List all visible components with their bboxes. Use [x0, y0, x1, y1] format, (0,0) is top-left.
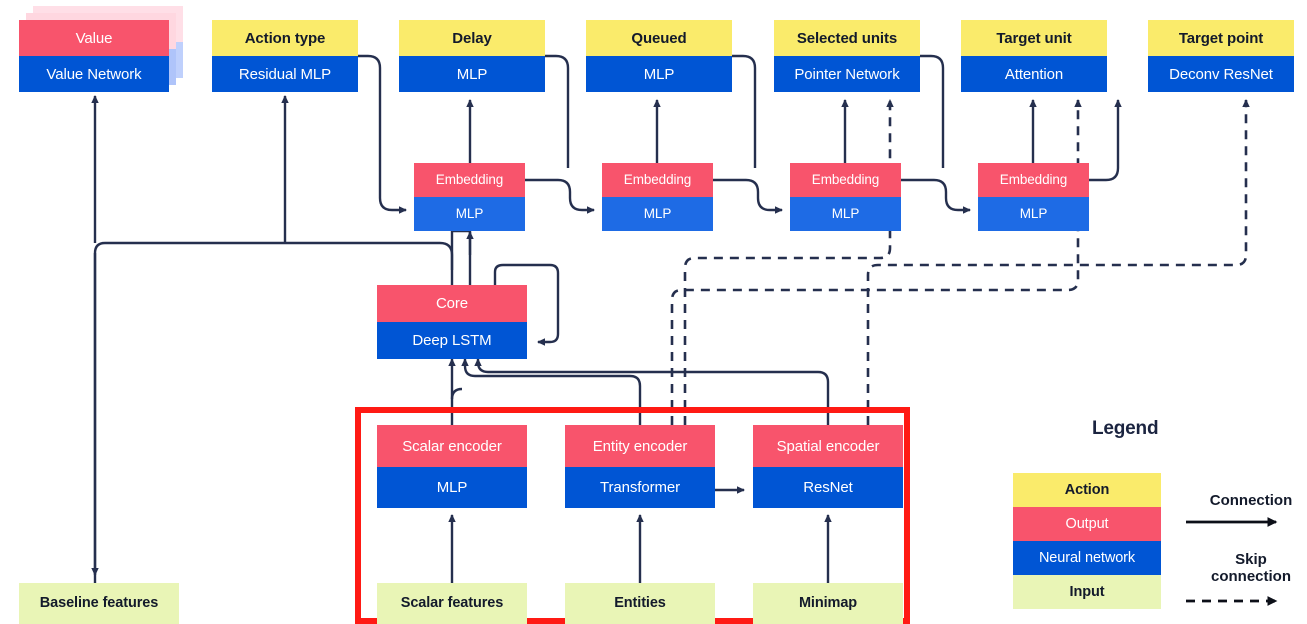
node-action-type-top-label: Action type [212, 20, 358, 56]
node-delay[interactable]: Delay MLP [399, 20, 545, 92]
node-scalar-encoder[interactable]: Scalar encoder MLP [377, 425, 527, 508]
node-embedding-4-top-label: Embedding [978, 163, 1089, 197]
node-embedding-2-bottom-label: MLP [602, 197, 713, 231]
node-spatial-encoder[interactable]: Spatial encoder ResNet [753, 425, 903, 508]
node-embedding-4-bottom-label: MLP [978, 197, 1089, 231]
node-action-type[interactable]: Action type Residual MLP [212, 20, 358, 92]
legend-title: Legend [1092, 418, 1159, 439]
node-baseline-features[interactable]: Baseline features [19, 583, 179, 624]
legend-swatch-output: Output [1013, 507, 1161, 541]
node-delay-bottom-label: MLP [399, 56, 545, 92]
node-target-point-top-label: Target point [1148, 20, 1294, 56]
node-spatial-encoder-top-label: Spatial encoder [753, 425, 903, 467]
node-embedding-4[interactable]: Embedding MLP [978, 163, 1089, 231]
node-value-bottom-label: Value Network [19, 56, 169, 92]
node-scalar-encoder-bottom-label: MLP [377, 467, 527, 508]
node-target-unit[interactable]: Target unit Attention [961, 20, 1107, 92]
legend-connection-label: Connection [1209, 492, 1293, 509]
legend-swatch-action: Action [1013, 473, 1161, 507]
node-minimap[interactable]: Minimap [753, 583, 903, 624]
node-entities[interactable]: Entities [565, 583, 715, 624]
node-embedding-1-bottom-label: MLP [414, 197, 525, 231]
node-value-top-label: Value [19, 20, 169, 56]
legend-swatch-neural-network: Neural network [1013, 541, 1161, 575]
legend-swatch-input: Input [1013, 575, 1161, 609]
node-entity-encoder-bottom-label: Transformer [565, 467, 715, 508]
node-embedding-3-top-label: Embedding [790, 163, 901, 197]
node-delay-top-label: Delay [399, 20, 545, 56]
node-queued-top-label: Queued [586, 20, 732, 56]
node-target-unit-bottom-label: Attention [961, 56, 1107, 92]
node-target-unit-top-label: Target unit [961, 20, 1107, 56]
node-queued-bottom-label: MLP [586, 56, 732, 92]
node-action-type-bottom-label: Residual MLP [212, 56, 358, 92]
node-selected-units-top-label: Selected units [774, 20, 920, 56]
node-value[interactable]: Value Value Network [19, 20, 169, 92]
node-embedding-1-top-label: Embedding [414, 163, 525, 197]
legend-swatch-stack: Action Output Neural network Input [1013, 473, 1161, 609]
node-queued[interactable]: Queued MLP [586, 20, 732, 92]
node-embedding-2-top-label: Embedding [602, 163, 713, 197]
legend-skip-connection-label: Skip connection [1210, 551, 1291, 586]
node-selected-units[interactable]: Selected units Pointer Network [774, 20, 920, 92]
node-entity-encoder[interactable]: Entity encoder Transformer [565, 425, 715, 508]
node-target-point[interactable]: Target point Deconv ResNet [1148, 20, 1294, 92]
node-embedding-1[interactable]: Embedding MLP [414, 163, 525, 231]
node-embedding-2[interactable]: Embedding MLP [602, 163, 713, 231]
node-core-top-label: Core [377, 285, 527, 322]
node-scalar-features[interactable]: Scalar features [377, 583, 527, 624]
node-embedding-3[interactable]: Embedding MLP [790, 163, 901, 231]
node-target-point-bottom-label: Deconv ResNet [1148, 56, 1294, 92]
node-core-bottom-label: Deep LSTM [377, 322, 527, 359]
node-entity-encoder-top-label: Entity encoder [565, 425, 715, 467]
node-selected-units-bottom-label: Pointer Network [774, 56, 920, 92]
node-scalar-encoder-top-label: Scalar encoder [377, 425, 527, 467]
node-spatial-encoder-bottom-label: ResNet [753, 467, 903, 508]
node-embedding-3-bottom-label: MLP [790, 197, 901, 231]
node-core[interactable]: Core Deep LSTM [377, 285, 527, 359]
